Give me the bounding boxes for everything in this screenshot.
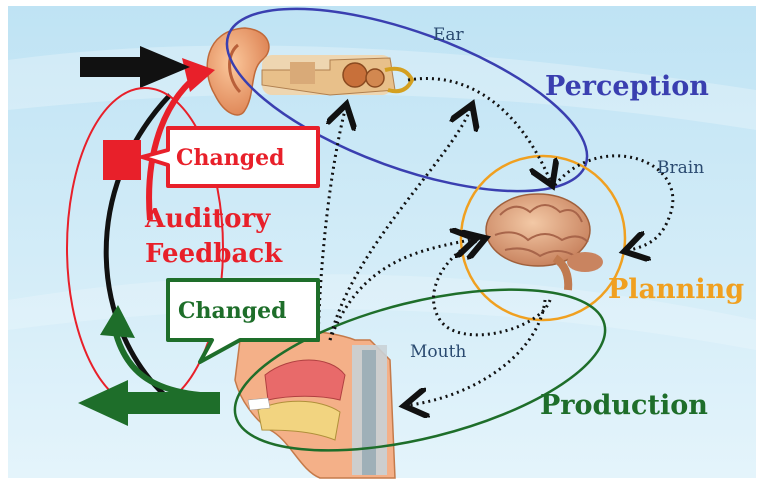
auditory-feedback-label-line1: Auditory	[144, 204, 271, 234]
ear-label: Ear	[433, 25, 465, 45]
auditory-feedback-label-line2: Feedback	[145, 239, 283, 269]
planning-label: Planning	[608, 274, 744, 305]
brain-label: Brain	[657, 158, 704, 178]
feedback-marker-square	[103, 140, 141, 180]
changed-label-red: Changed	[176, 145, 285, 171]
perception-label: Perception	[545, 71, 709, 102]
production-label: Production	[540, 390, 708, 421]
mouth-label: Mouth	[410, 342, 466, 362]
changed-label-green: Changed	[178, 298, 287, 324]
